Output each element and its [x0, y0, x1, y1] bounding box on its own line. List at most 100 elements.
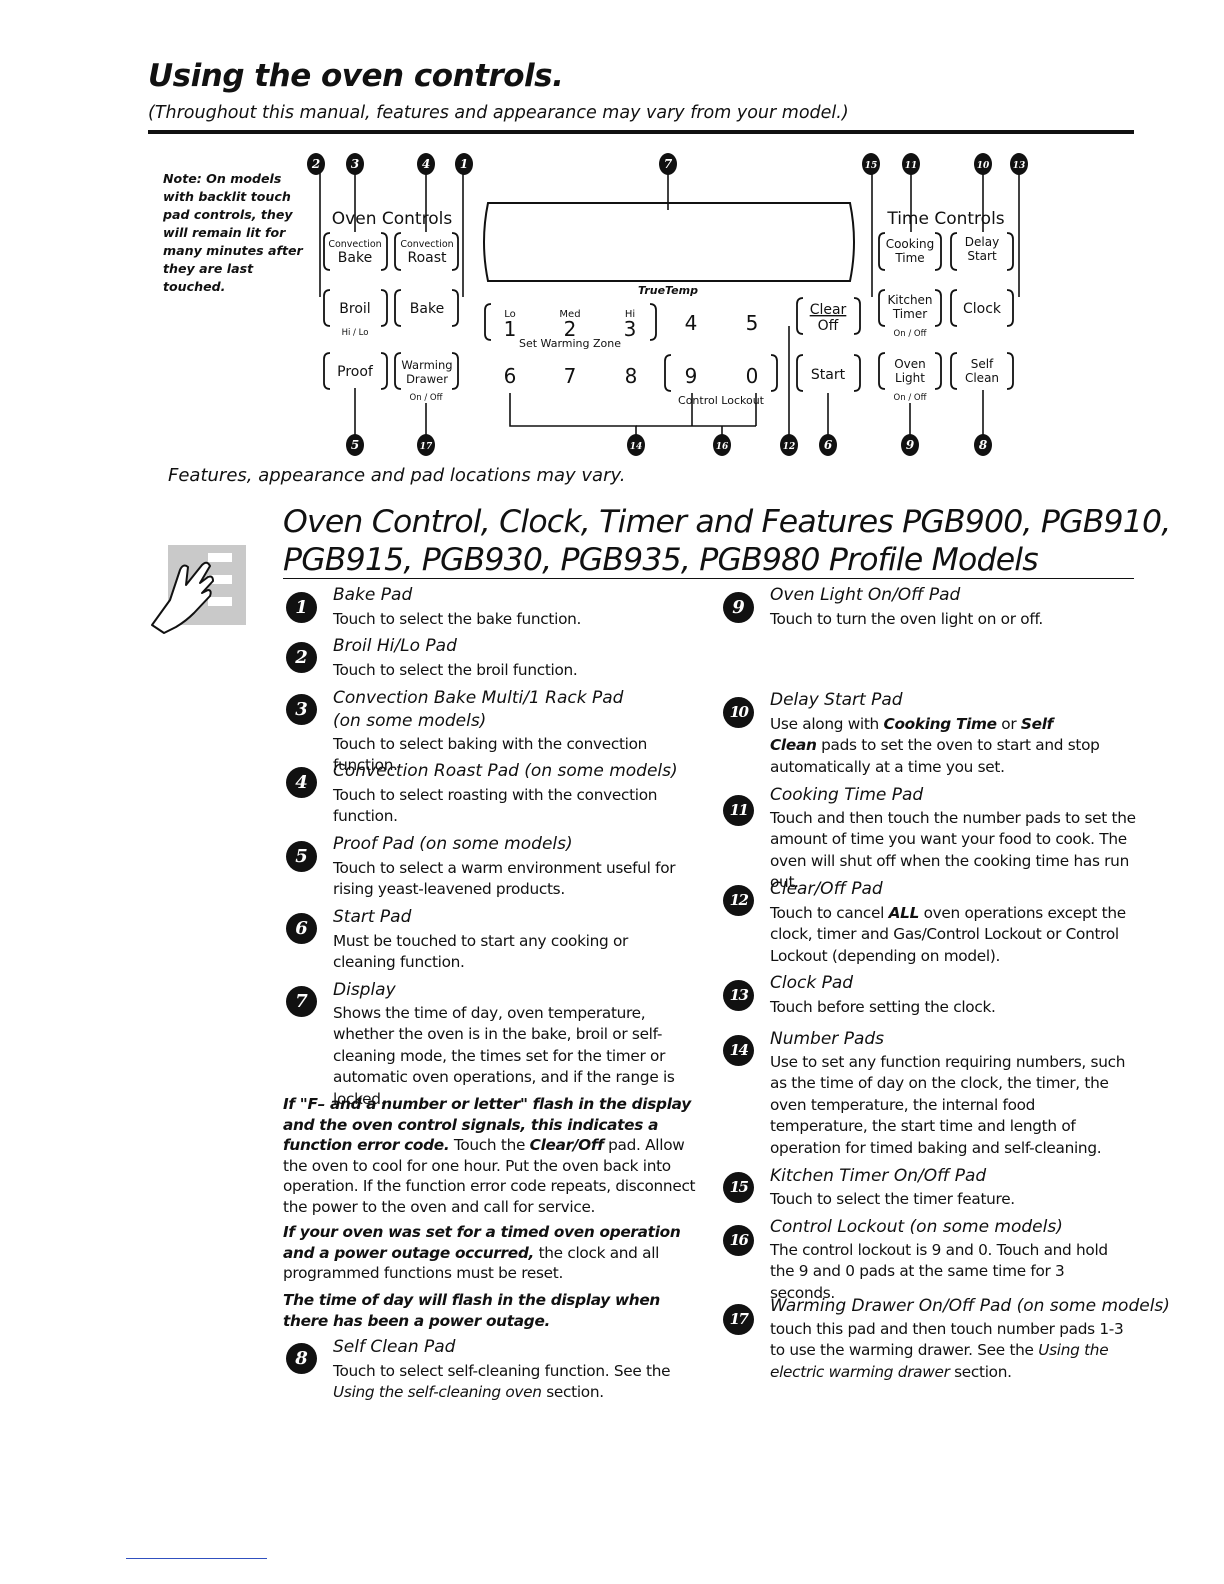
- callout-top-label-0: 2: [311, 157, 320, 171]
- convection-bake-small: Convection: [328, 239, 381, 250]
- number-pad-2[interactable]: 2: [564, 317, 577, 341]
- item-10-desc-cooking-time: Cooking Time: [883, 715, 998, 733]
- kitchen-timer-line2[interactable]: Timer: [892, 307, 927, 321]
- start-button[interactable]: Start: [811, 367, 846, 383]
- title-divider: [148, 130, 1134, 134]
- item-4-desc: Touch to select roasting with the convec…: [333, 786, 658, 826]
- power-outage-emphasis: If your oven was set for a timed oven op…: [283, 1223, 681, 1262]
- item-8-desc-c: section.: [541, 1383, 604, 1402]
- callout-top-label-5: 15: [865, 161, 878, 171]
- convection-bake-button[interactable]: Bake: [338, 250, 372, 266]
- item-17-desc-ref: Using the electric warming drawer: [770, 1341, 1109, 1381]
- time-controls-label: Time Controls: [886, 209, 1004, 229]
- oven-controls-label: Oven Controls: [332, 209, 453, 229]
- function-error-paragraph: If "F– and a number or letter" flash in …: [283, 1094, 703, 1218]
- item-9-badge: 9: [723, 592, 754, 623]
- item-11-title: Cooking Time Pad: [770, 785, 924, 805]
- item-4-title: Convection Roast Pad (on some models): [333, 761, 678, 781]
- item-12-badge: 12: [723, 885, 754, 916]
- function-error-clear-off: Clear/Off: [529, 1136, 604, 1155]
- item-11-badge: 11: [723, 795, 754, 826]
- callout-bottom-badge-7: [974, 434, 992, 456]
- convection-roast-button[interactable]: Roast: [407, 250, 447, 266]
- item-10-badge: 10: [723, 697, 754, 728]
- function-error-text-c: pad. Allow the oven to cool for one hour…: [283, 1136, 696, 1216]
- number-pad-1[interactable]: 1: [504, 317, 517, 341]
- delay-start-line2[interactable]: Start: [967, 249, 997, 263]
- features-vary-note: Features, appearance and pad locations m…: [168, 465, 626, 486]
- callout-bottom-badge-3: [713, 434, 731, 456]
- item-17-desc-a: touch this pad and then touch number pad…: [770, 1320, 1124, 1360]
- off-button-label[interactable]: Off: [818, 318, 839, 334]
- callout-top-badge-7: [974, 153, 992, 175]
- lo-label: Lo: [504, 309, 516, 320]
- item-3-title-line1: Convection Bake Multi/1 Rack Pad: [333, 688, 624, 708]
- oven-light-line1[interactable]: Oven: [894, 357, 926, 371]
- broil-button[interactable]: Broil: [339, 301, 370, 317]
- item-9-title: Oven Light On/Off Pad: [770, 585, 961, 605]
- callout-bottom-badge-6: [901, 434, 919, 456]
- callout-top-label-6: 11: [905, 161, 918, 171]
- oven-light-line2[interactable]: Light: [895, 371, 925, 385]
- number-pad-6[interactable]: 6: [504, 364, 517, 388]
- clear-button-label[interactable]: Clear: [810, 302, 847, 318]
- item-13-desc: Touch before setting the clock.: [770, 998, 996, 1016]
- number-pad-5[interactable]: 5: [746, 311, 759, 335]
- callout-top-badge-6: [902, 153, 920, 175]
- item-16-badge: 16: [723, 1225, 754, 1256]
- item-2-title: Broil Hi/Lo Pad: [333, 636, 457, 656]
- item-5-title: Proof Pad (on some models): [333, 834, 573, 854]
- number-pad-7[interactable]: 7: [564, 364, 577, 388]
- self-clean-line2[interactable]: Clean: [965, 371, 999, 385]
- number-pad-3[interactable]: 3: [624, 317, 637, 341]
- number-pad-4[interactable]: 4: [685, 311, 698, 335]
- item-4-badge: 4: [286, 767, 317, 798]
- time-flash-emphasis: The time of day will flash in the displa…: [283, 1291, 661, 1330]
- callout-bottom-label-5: 6: [824, 438, 833, 452]
- callout-bottom-label-6: 9: [906, 438, 915, 452]
- warming-drawer-line2[interactable]: Drawer: [406, 372, 448, 386]
- touch-hand-icon: [151, 545, 246, 634]
- callout-top-label-8: 13: [1013, 161, 1026, 171]
- footer-link-rule: [126, 1558, 267, 1559]
- control-panel-diagram: Oven Controls Time Controls Convection B…: [307, 153, 1028, 456]
- item-3-badge: 3: [286, 694, 317, 725]
- delay-start-line1[interactable]: Delay: [965, 235, 999, 249]
- callout-bottom-label-7: 8: [979, 438, 988, 452]
- item-15-title: Kitchen Timer On/Off Pad: [770, 1166, 987, 1186]
- self-clean-line1[interactable]: Self: [971, 357, 994, 371]
- function-error-emphasis: If "F– and a number or letter" flash in …: [283, 1095, 691, 1155]
- proof-button[interactable]: Proof: [337, 364, 374, 380]
- number-pad-8[interactable]: 8: [625, 364, 638, 388]
- broil-hi-lo-label: Hi / Lo: [342, 328, 369, 338]
- number-pad-9[interactable]: 9: [685, 364, 698, 388]
- number-pad-0[interactable]: 0: [746, 364, 759, 388]
- item-10-desc-c: or: [996, 715, 1021, 733]
- function-error-text-a: Touch the: [449, 1136, 530, 1155]
- page-title: Using the oven controls.: [148, 58, 564, 94]
- item-7-desc: Shows the time of day, oven temperature,…: [333, 1004, 675, 1108]
- item-6-title: Start Pad: [333, 907, 412, 927]
- cooking-time-line2[interactable]: Time: [894, 251, 924, 265]
- item-12-desc-c: oven operations except the clock, timer …: [770, 904, 1126, 965]
- item-13-title: Clock Pad: [770, 973, 854, 993]
- kitchen-timer-line1[interactable]: Kitchen: [887, 293, 932, 307]
- clock-button[interactable]: Clock: [963, 301, 1002, 317]
- hi-label: Hi: [625, 309, 635, 320]
- callout-top-badge-4: [659, 153, 677, 175]
- callout-bottom-badge-1: [417, 434, 435, 456]
- callout-bottom-label-3: 16: [716, 442, 729, 452]
- cooking-time-line1[interactable]: Cooking: [886, 237, 935, 251]
- callout-top-badge-2: [417, 153, 435, 175]
- item-12-desc: Touch to cancel ALL oven operations exce…: [770, 903, 1130, 967]
- item-12-desc-a: Touch to cancel: [770, 904, 889, 922]
- set-warming-zone-label: Set Warming Zone: [519, 337, 621, 350]
- warming-drawer-line1[interactable]: Warming: [401, 358, 452, 372]
- section-heading-line2: PGB915, PGB930, PGB935, PGB980 Profile M…: [283, 542, 1039, 578]
- item-8-badge: 8: [286, 1343, 317, 1374]
- bake-button[interactable]: Bake: [410, 301, 444, 317]
- item-10-title: Delay Start Pad: [770, 690, 903, 710]
- item-17-desc-c: section.: [949, 1362, 1012, 1381]
